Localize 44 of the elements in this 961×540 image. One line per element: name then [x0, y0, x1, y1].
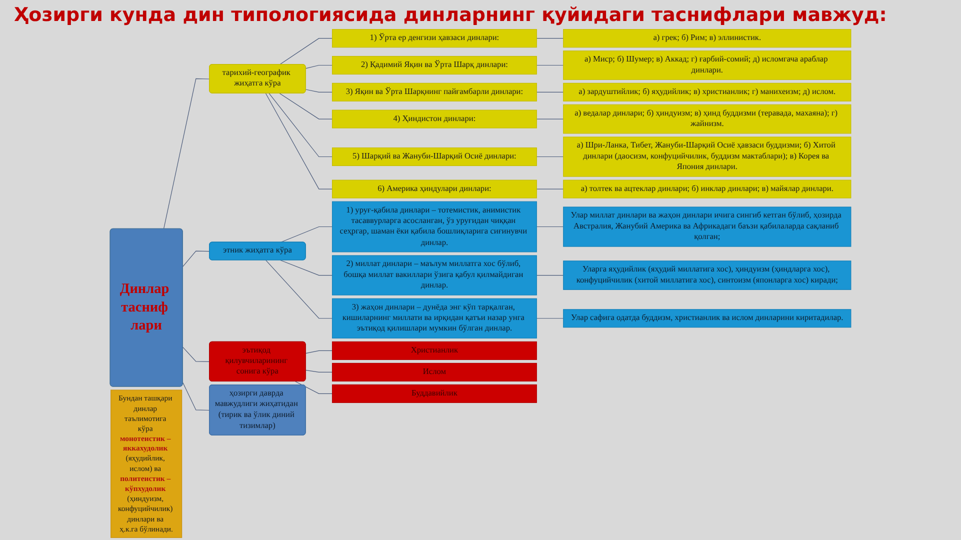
node-box: Уларга яҳудийлик (яҳудий миллатига хос), ҳиндуизм (ҳиндларга хос), конфуцийчилик (хитой миллатига хос), синтоизм (японларга хос) киради;	[563, 260, 852, 290]
node-box: а) толтек ва ацтеклар динлари; б) инклар динлари; в) майялар динлари.	[563, 180, 852, 198]
node-box: 6) Америка ҳиндулари динлари:	[332, 180, 537, 198]
node-box: Буддавийлик	[332, 384, 537, 403]
connector	[536, 118, 564, 120]
connector	[306, 89, 333, 92]
connector	[182, 346, 210, 362]
node-box: 1) Ўрта ер денгизи ҳавзаси динлари:	[332, 28, 537, 48]
node-box: 4) Ҳиндистон динлари:	[332, 110, 537, 128]
connector	[536, 274, 564, 276]
node-box: 2) Қадимий Яқин ва Ўрта Шарқ динлари:	[332, 56, 537, 74]
connector	[306, 370, 333, 372]
connector	[536, 64, 564, 66]
connector	[536, 156, 564, 157]
node-box: Улар миллат динлари ва жаҳон динлари ичига сингиб кетган бўлиб, ҳозирда Австралия, Жанубий Америка ва Африкадаги баъзи қабилаларда сақланиб қолган;	[563, 206, 852, 247]
connector	[306, 64, 333, 69]
connector	[279, 38, 333, 65]
node-box: 5) Шарқий ва Жануби-Шарқий Осиё динлари:	[332, 147, 537, 166]
connector	[265, 92, 333, 190]
node-box: 3) жаҳон динлари – дунёда энг кўп тарқалган, кишиларнинг миллати ва ирқидан қатъи назар унга эътиқод қилишлари мумкин бўлган динлар.	[332, 298, 537, 338]
node-box: 2) миллат динлари – маълум миллатга хос бўлиб, бошқа миллат вакиллари ўзига қабул қилмайдиган динлар.	[332, 255, 537, 296]
connector	[536, 226, 564, 227]
node-box: а) грек; б) Рим; в) эллинистик.	[563, 28, 852, 48]
title: Ҳозирги кунда дин типологиясида динларнинг қуйидаги таснифлари мавжуд:	[14, 4, 888, 27]
connector	[306, 350, 333, 354]
node-box: а) Шри-Ланка, Тибет, Жануби-Шарқий Осиё ҳавзаси буддизми; б) Хитой динлари (даосизм, конфуцийчилик, буддизм мактаблари); в) Корея ва Япония динлари.	[563, 136, 852, 177]
connector	[295, 381, 333, 394]
connector	[268, 92, 333, 157]
connector	[266, 260, 333, 318]
node-box: а) Миср; б) Шумер; в) Аккад; г) ғарбий-сомий; д) исломгача араблар динлари.	[563, 50, 852, 80]
node-box: а) зардуштийлик; б) яҳудийлик; в) христианлик; г) манихеизм; д) ислом.	[563, 82, 852, 102]
node-box: а) ведалар динлари; б) ҳиндуизм; в) ҳинд буддизми (теравада, махаяна); г) жайнизм.	[563, 104, 852, 134]
connector	[182, 382, 210, 410]
connector	[163, 78, 210, 230]
node-box: Ислом	[332, 362, 537, 382]
connector	[279, 92, 333, 120]
node-box: Христианлик	[332, 341, 537, 360]
node-box: 3) Яқин ва Ўрта Шарқнинг пайғамбарли динлари:	[332, 82, 537, 102]
connector	[182, 250, 210, 267]
node-box: 1) уруғ-қабила динлари – тотемистик, анимистик тасаввурларга асосланган, ўз уруғидан чиққан сеҳргар, шаман ёки қабила бошлиқларига сиғинувчи динлар.	[332, 201, 537, 252]
connector	[280, 226, 333, 242]
node-box: Улар сафига одатда буддизм, христианлик ва ислом динларини киритадилар.	[563, 308, 852, 328]
connector	[280, 260, 333, 276]
connector	[536, 188, 564, 190]
